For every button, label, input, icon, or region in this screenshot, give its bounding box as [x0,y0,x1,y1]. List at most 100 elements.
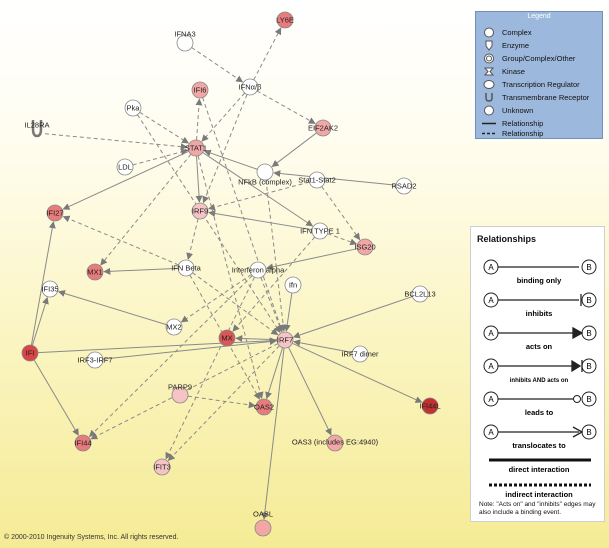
node-mx[interactable]: MX [218,329,236,347]
node-ifnt1[interactable]: IFN TYPE 1 [300,222,340,240]
node-shape [165,318,183,336]
relationship-end-circle-mark [573,395,581,403]
edge-STAT1-IRF9 [195,155,203,203]
node-a-label: A [488,362,494,371]
node-ifn[interactable]: Ifn [284,276,302,294]
edge-IRF7-MX [235,335,278,343]
edge-IFNA3-IFNa3 [191,47,244,83]
node-ifi27[interactable]: IFI27 [46,204,64,222]
node-a-label: A [488,263,494,272]
node-label: BCL2L13 [404,290,435,299]
solid-line-icon [482,118,496,129]
legend-item-transcription-regulator: Transcription Regulator [482,78,580,90]
node-shape [308,171,326,189]
relationship-label: inhibits AND acts on [510,378,569,384]
node-irf37[interactable]: IRF3-IRF7 [77,351,113,369]
edge-IFNa3-EIF2AK2 [256,90,316,125]
node-ifit3[interactable]: IFIT3 [153,458,171,476]
edge-Pka-STAT1 [139,111,189,144]
node-a-label: A [488,428,494,437]
complex-icon [482,27,496,38]
edge-IRF7d-IRF7 [293,339,353,354]
node-parp9[interactable]: PARP9 [168,383,192,404]
node-label: IFI27 [46,209,63,218]
node-ifi44[interactable]: IFI44 [74,434,92,452]
node-oasl[interactable]: OASL [253,510,273,537]
relationship-end-arrowbar [571,359,583,373]
relationship-end-arrow [572,326,584,340]
node-shape [116,158,134,176]
node-shape [395,177,413,195]
node-ifi6[interactable]: IFI6 [191,81,209,99]
node-label: IRF7 [277,336,293,345]
node-label: MX [221,334,232,343]
relationship-label: inhibits [526,309,553,318]
node-shape [218,329,236,347]
node-shape [86,263,104,281]
node-ifnb[interactable]: IFN Beta [171,259,202,277]
node-ldl[interactable]: LDL [116,158,134,176]
legend-item-enzyme: Enzyme [482,39,529,51]
node-irf7d[interactable]: IRF7 dimer [341,345,379,363]
edge-IFI6-IRF7 [202,97,284,333]
node-ifi35[interactable]: IFI35 [41,280,59,298]
edge-IFI-IFI44 [33,359,79,436]
node-stat1[interactable]: STAT1 [185,139,207,157]
node-il28ra[interactable]: IL28RA [24,120,50,138]
node-bcl2l13[interactable]: BCL2L13 [404,285,436,303]
legend-item-label: Unknown [502,105,534,115]
edge-IRF7-OAS3 [288,346,332,436]
node-eif2ak2[interactable]: EIF2AK2 [308,119,338,137]
node-a-label: A [488,296,494,305]
node-irf9[interactable]: IRF9 [191,202,209,220]
node-label: EIF2AK2 [308,124,338,133]
edge-BCL2L13-IRF7 [292,296,413,339]
node-pka[interactable]: Pka [124,99,142,117]
node-b-label: B [586,329,591,338]
edge-ISG20-IFNA [266,248,358,271]
node-ifna3[interactable]: IFNα/β [239,78,263,96]
node-mx2[interactable]: MX2 [165,318,183,336]
node-shape [314,119,332,137]
node-irf7[interactable]: IRF7 [276,331,294,349]
node-isg20[interactable]: ISG20 [354,238,376,256]
node-label: IFI44L [419,402,440,411]
edge-IRF7-OAS2 [265,347,284,400]
node-ifi[interactable]: IFI [21,344,39,362]
node-shape [46,204,64,222]
node-stat12[interactable]: Stat1-Stat2 [298,171,336,189]
node-oas3[interactable]: OAS3 (includes EG:4940) [292,434,379,452]
node-label: IFNα/β [239,83,263,92]
node-ifi44l[interactable]: IFI44L [419,397,441,415]
edge-STAT12-ISG20 [321,186,361,241]
node-mx1[interactable]: MX1 [86,263,104,281]
node-shape [124,99,142,117]
dashed-line-icon [482,128,496,139]
node-nfkb[interactable]: NFkB (complex) [238,163,292,187]
edge-IFNa3-LY6E [253,27,282,81]
node-shape [255,398,273,416]
legend-item-label: Transmembrane Receptor [502,92,590,102]
transmembrane-receptor-icon [482,92,496,103]
node-shape [311,222,329,240]
edge-IRF7-IFIT3 [167,345,280,462]
node-shape [171,386,189,404]
node-b-label: B [586,362,591,371]
node-ifna[interactable]: Interferon alpha [232,261,285,279]
node-rsad2[interactable]: RSAD2 [391,177,417,195]
node-oas2[interactable]: OAS2 [254,398,274,416]
node-b-label: B [586,395,591,404]
relationship-end-open-arrow [572,426,584,438]
node-ifna3[interactable]: IFNA3 [174,30,196,52]
node-label: RSAD2 [391,182,416,191]
edge-IFI-IRF7 [37,337,277,354]
node-ly6e[interactable]: LY6E [276,11,294,29]
node-label: IFI44 [74,439,91,448]
edge-EIF2AK2-NFKB [271,132,317,167]
